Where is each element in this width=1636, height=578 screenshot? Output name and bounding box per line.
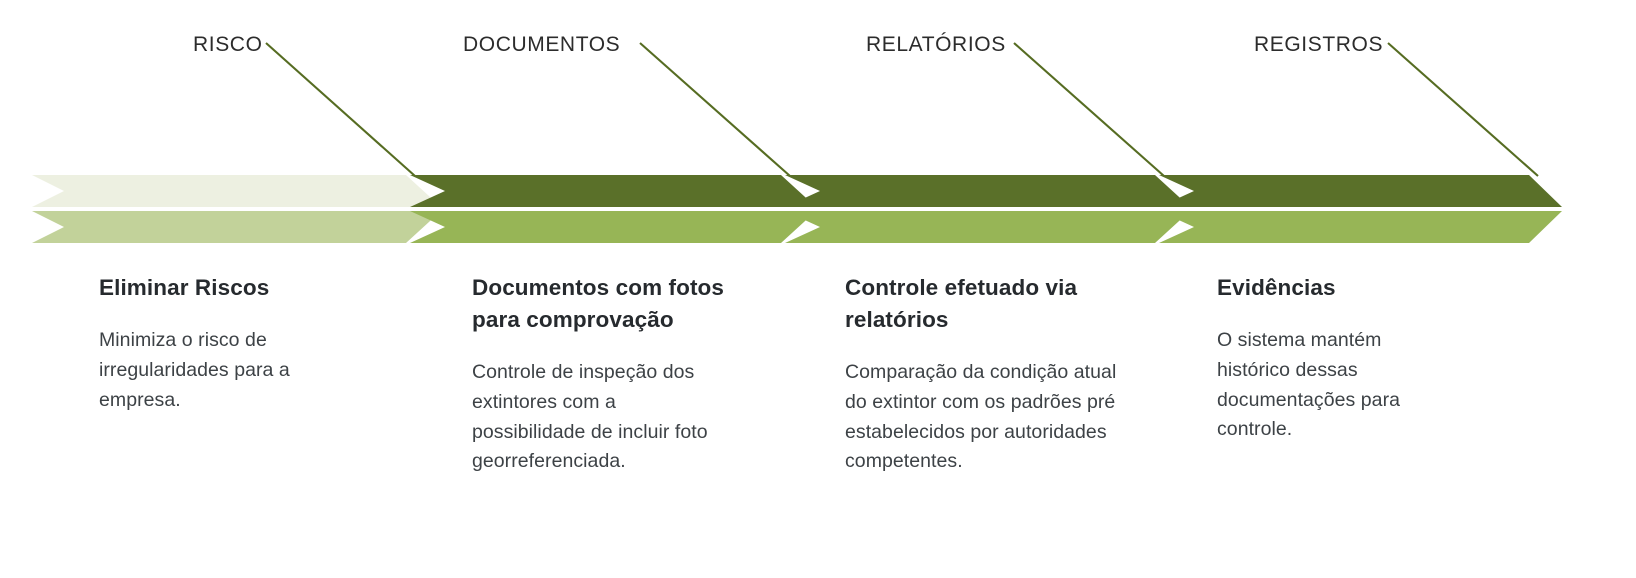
connector-line-4	[1387, 42, 1539, 177]
chevron-top-segment-2	[410, 175, 816, 207]
stage-body-4: O sistema mantém histórico dessas docume…	[1217, 328, 1401, 441]
chevron-top-segment-3	[785, 175, 1190, 207]
stage-body-1: Minimiza o risco de irregularidades para…	[99, 328, 290, 411]
connector-line-1	[265, 42, 416, 177]
stage-body-3: Comparação da condição atual do extintor…	[845, 360, 1117, 473]
chevron-top-segment-4	[1159, 175, 1562, 207]
stage-column-4: Evidências O sistema mantém histórico de…	[1217, 272, 1442, 445]
connector-lines	[265, 42, 1539, 177]
stage-label-relatorios: RELATÓRIOS	[866, 33, 1006, 56]
stage-heading-3: Controle efetuado via relatórios	[845, 275, 1078, 332]
stage-column-2: Documentos com fotos para comprovação Co…	[472, 272, 734, 477]
connector-line-3	[1013, 42, 1165, 177]
stage-column-3: Controle efetuado via relatórios Compara…	[845, 272, 1117, 477]
chevron-top-band	[32, 175, 1562, 207]
chevron-bottom-band	[32, 211, 1562, 243]
chevron-bottom-segment-1	[32, 211, 441, 243]
stage-label-risco: RISCO	[193, 33, 263, 56]
chevron-bottom-segment-3	[785, 211, 1190, 243]
stage-description-columns: Eliminar Riscos Minimiza o risco de irre…	[0, 272, 1636, 578]
stage-heading-2: Documentos com fotos para comprovação	[472, 275, 725, 332]
chevron-bottom-segment-4	[1159, 211, 1562, 243]
stage-heading-1: Eliminar Riscos	[99, 275, 270, 300]
stage-heading-4: Evidências	[1217, 275, 1336, 300]
stage-label-registros: REGISTROS	[1254, 33, 1384, 56]
stage-column-1: Eliminar Riscos Minimiza o risco de irre…	[99, 272, 354, 415]
chevron-bottom-segment-2	[410, 211, 816, 243]
stage-label-documentos: DOCUMENTOS	[463, 33, 621, 56]
chevron-top-segment-1	[32, 175, 441, 207]
stage-body-2: Controle de inspeção dos extintores com …	[472, 360, 708, 473]
connector-line-2	[639, 42, 791, 177]
